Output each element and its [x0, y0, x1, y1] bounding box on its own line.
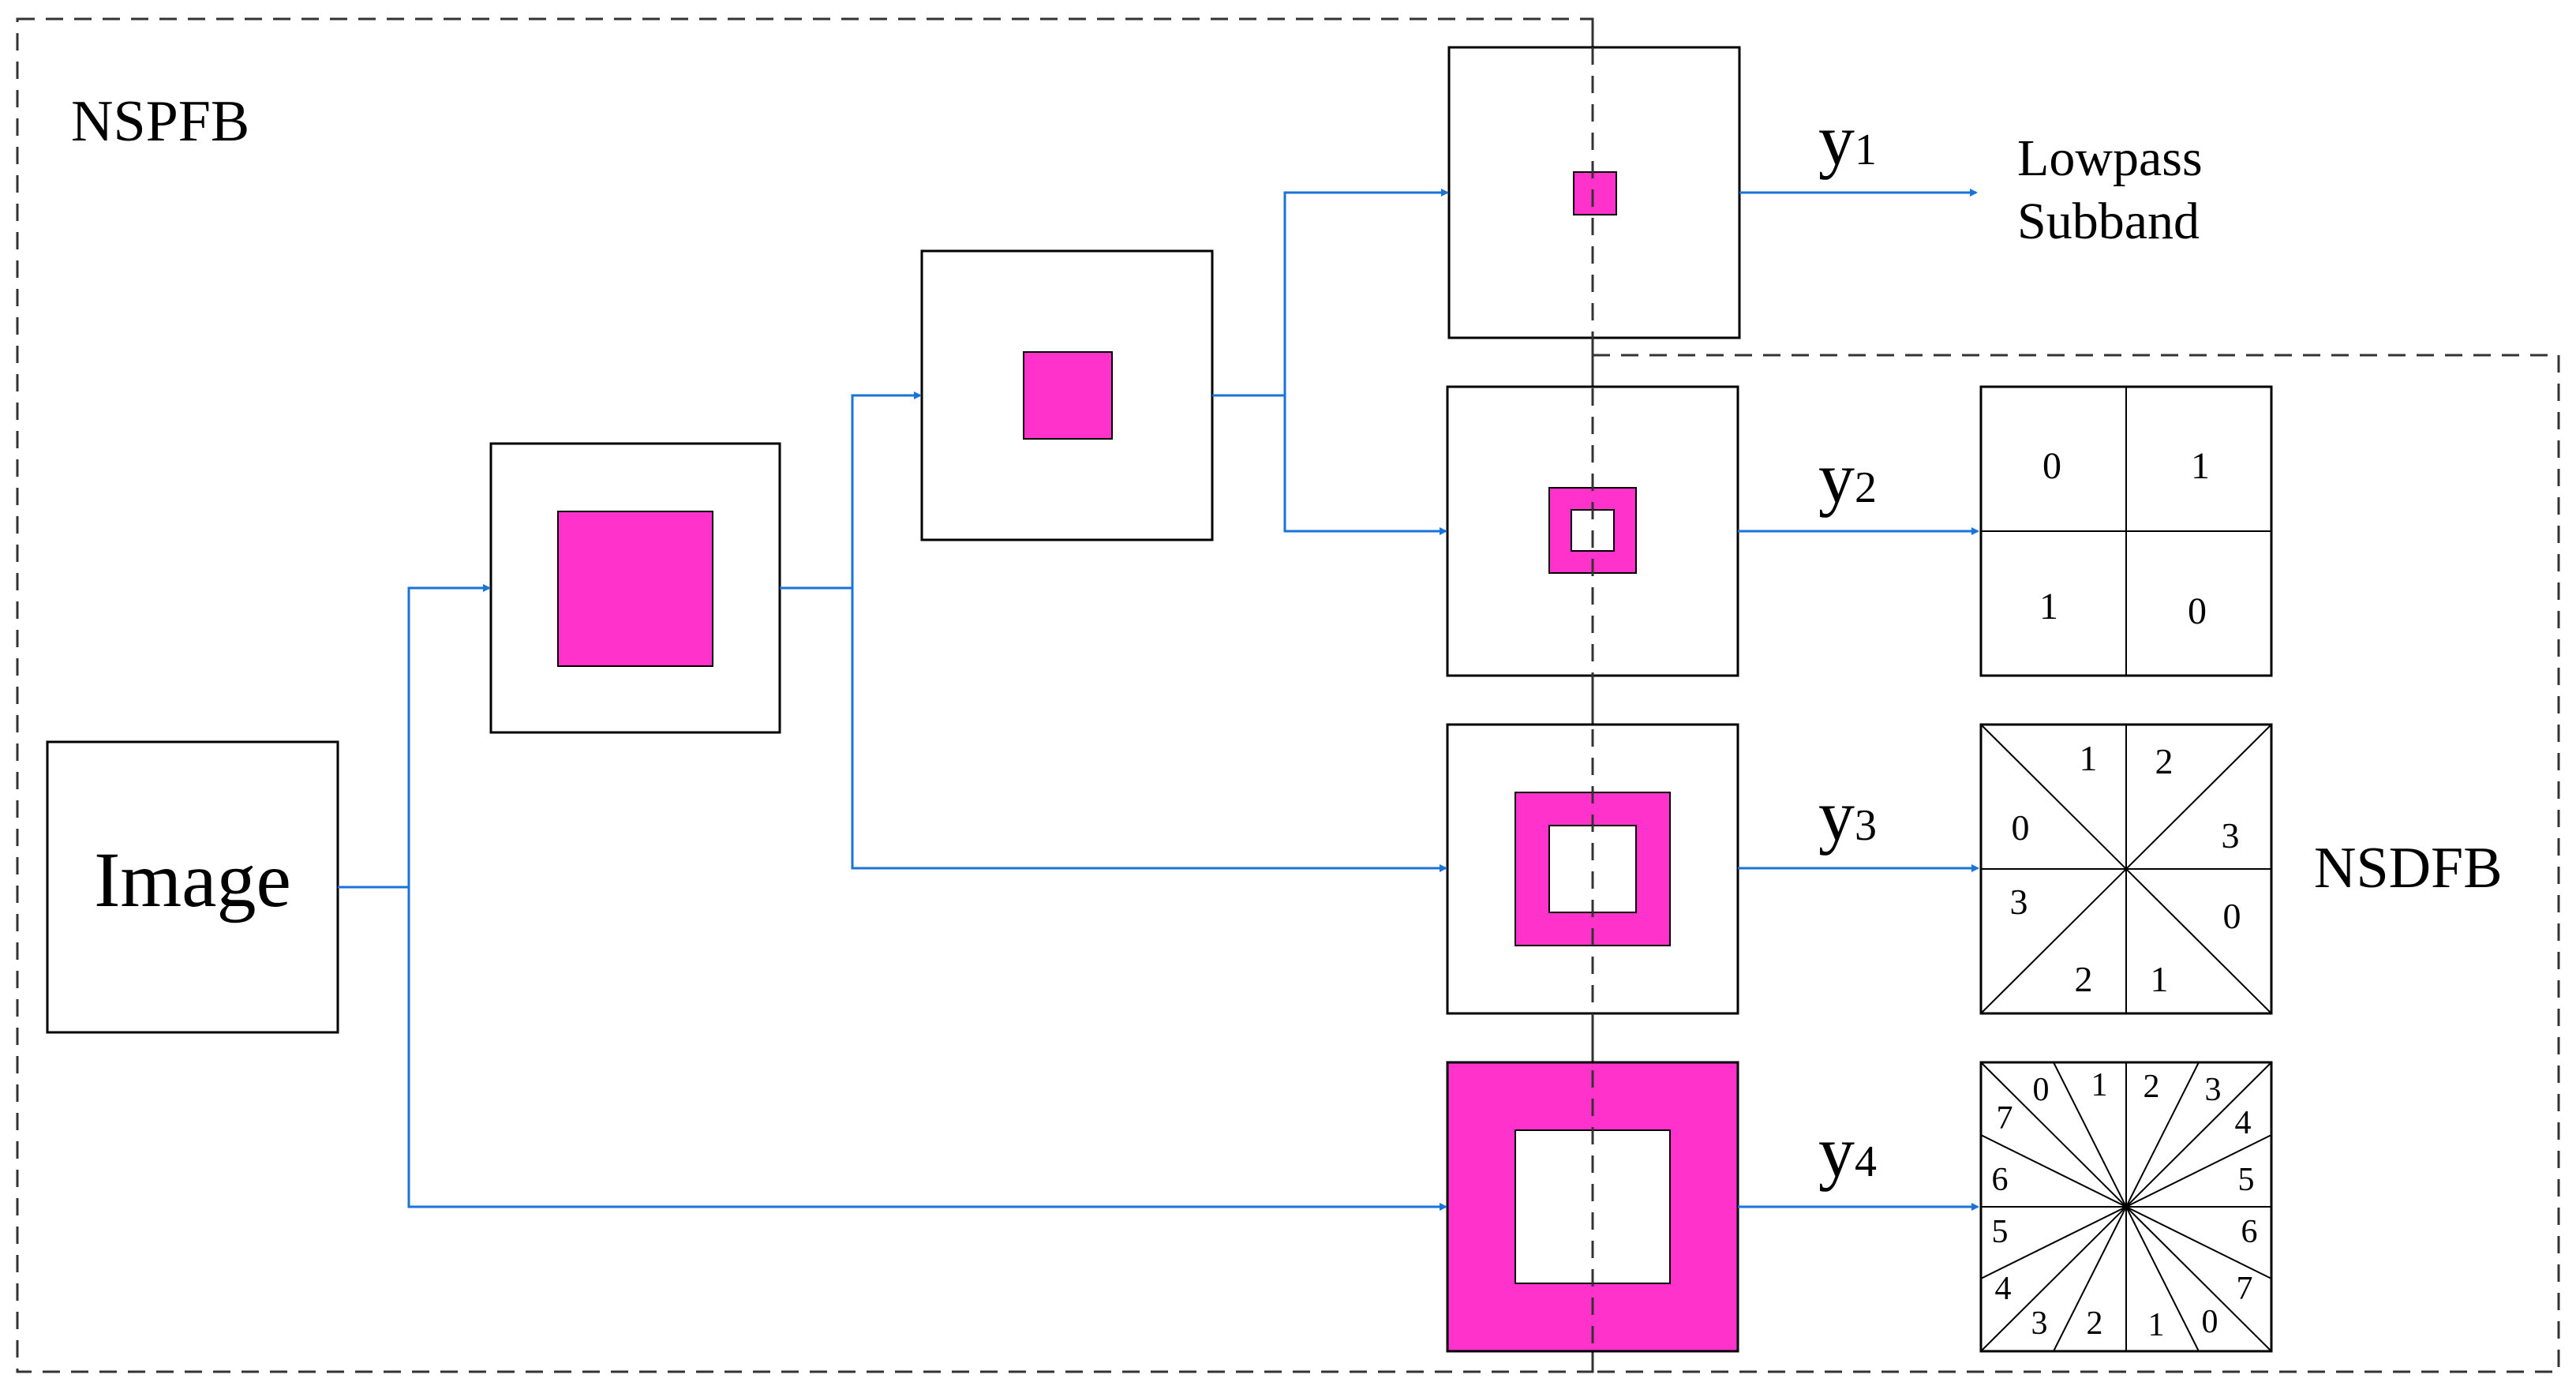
input-image-box — [46, 740, 339, 1034]
dfb-level-2: 0 1 1 0 — [1979, 385, 2273, 677]
output-label-y4: y4 — [1818, 1111, 1877, 1192]
dfb4-label: 4 — [1995, 1271, 2012, 1307]
dfb4-label: 5 — [2238, 1162, 2255, 1198]
dfb4-label: 7 — [1997, 1100, 2013, 1137]
lowpass-filter-2 — [1023, 351, 1113, 440]
dfb4-label: 6 — [1992, 1162, 2009, 1198]
lowpass-label: Lowpass Subband — [2017, 129, 2215, 250]
dfb2-label: 0 — [2188, 590, 2207, 632]
dfb4-label: 5 — [1992, 1214, 2009, 1250]
dfb3-label: 3 — [2222, 815, 2240, 856]
dfb4-label: 6 — [2241, 1214, 2258, 1250]
nspfb-stage-1 — [489, 442, 781, 734]
dfb4-label: 1 — [2148, 1307, 2165, 1343]
dfb4-label: 0 — [2033, 1072, 2050, 1108]
dfb3-label: 0 — [2223, 896, 2241, 936]
dfb3-label: 3 — [2010, 882, 2028, 922]
output-label-y1: y1 — [1818, 99, 1877, 180]
dfb4-label: 3 — [2205, 1072, 2222, 1108]
dfb3-label: 1 — [2151, 959, 2169, 999]
nsdfb-label: NSDFB — [2314, 836, 2503, 901]
connector-stage2-to-y2 — [1283, 395, 1447, 535]
image-label: Image — [94, 836, 291, 923]
dfb3-label: 1 — [2080, 738, 2098, 778]
dfb3-label: 0 — [2012, 807, 2030, 848]
dfb4-label: 2 — [2087, 1305, 2103, 1342]
dfb2-label: 1 — [2039, 586, 2058, 627]
dfb-level-4: 0 1 2 3 7 4 6 5 5 6 4 7 3 2 1 0 — [1979, 1061, 2273, 1353]
dfb4-label: 0 — [2202, 1304, 2218, 1340]
connectors — [338, 189, 1979, 1211]
nspfb-stage-2 — [920, 249, 1214, 541]
output-label-y2: y2 — [1818, 437, 1877, 518]
connector-image-to-stage1 — [338, 584, 491, 889]
connector-image-to-y4 — [407, 887, 1447, 1211]
dfb4-label: 7 — [2237, 1271, 2253, 1307]
connector-stage1-to-y3 — [851, 588, 1447, 872]
dfb-level-3: 1 2 0 3 3 0 2 1 — [1979, 723, 2273, 1015]
nsdfb-region — [1591, 354, 2560, 1373]
dfb2-label: 1 — [2191, 445, 2210, 487]
connector-stage2-to-y1 — [1212, 189, 1449, 397]
nspfb-region — [16, 17, 1594, 1373]
output-label-y3: y3 — [1818, 775, 1877, 856]
dfb3-label: 2 — [2075, 959, 2093, 999]
subband-y1 — [1447, 46, 1741, 339]
dfb4-label: 1 — [2091, 1067, 2108, 1103]
lowpass-filter-1 — [557, 511, 713, 667]
nspfb-label: NSPFB — [71, 89, 249, 154]
connector-stage1-to-stage2 — [780, 391, 922, 590]
dfb2-label: 0 — [2042, 445, 2061, 487]
dfb4-label: 4 — [2235, 1105, 2252, 1141]
dfb4-label: 2 — [2144, 1069, 2160, 1105]
dfb3-label: 2 — [2155, 741, 2174, 781]
dfb4-label: 3 — [2031, 1305, 2048, 1342]
